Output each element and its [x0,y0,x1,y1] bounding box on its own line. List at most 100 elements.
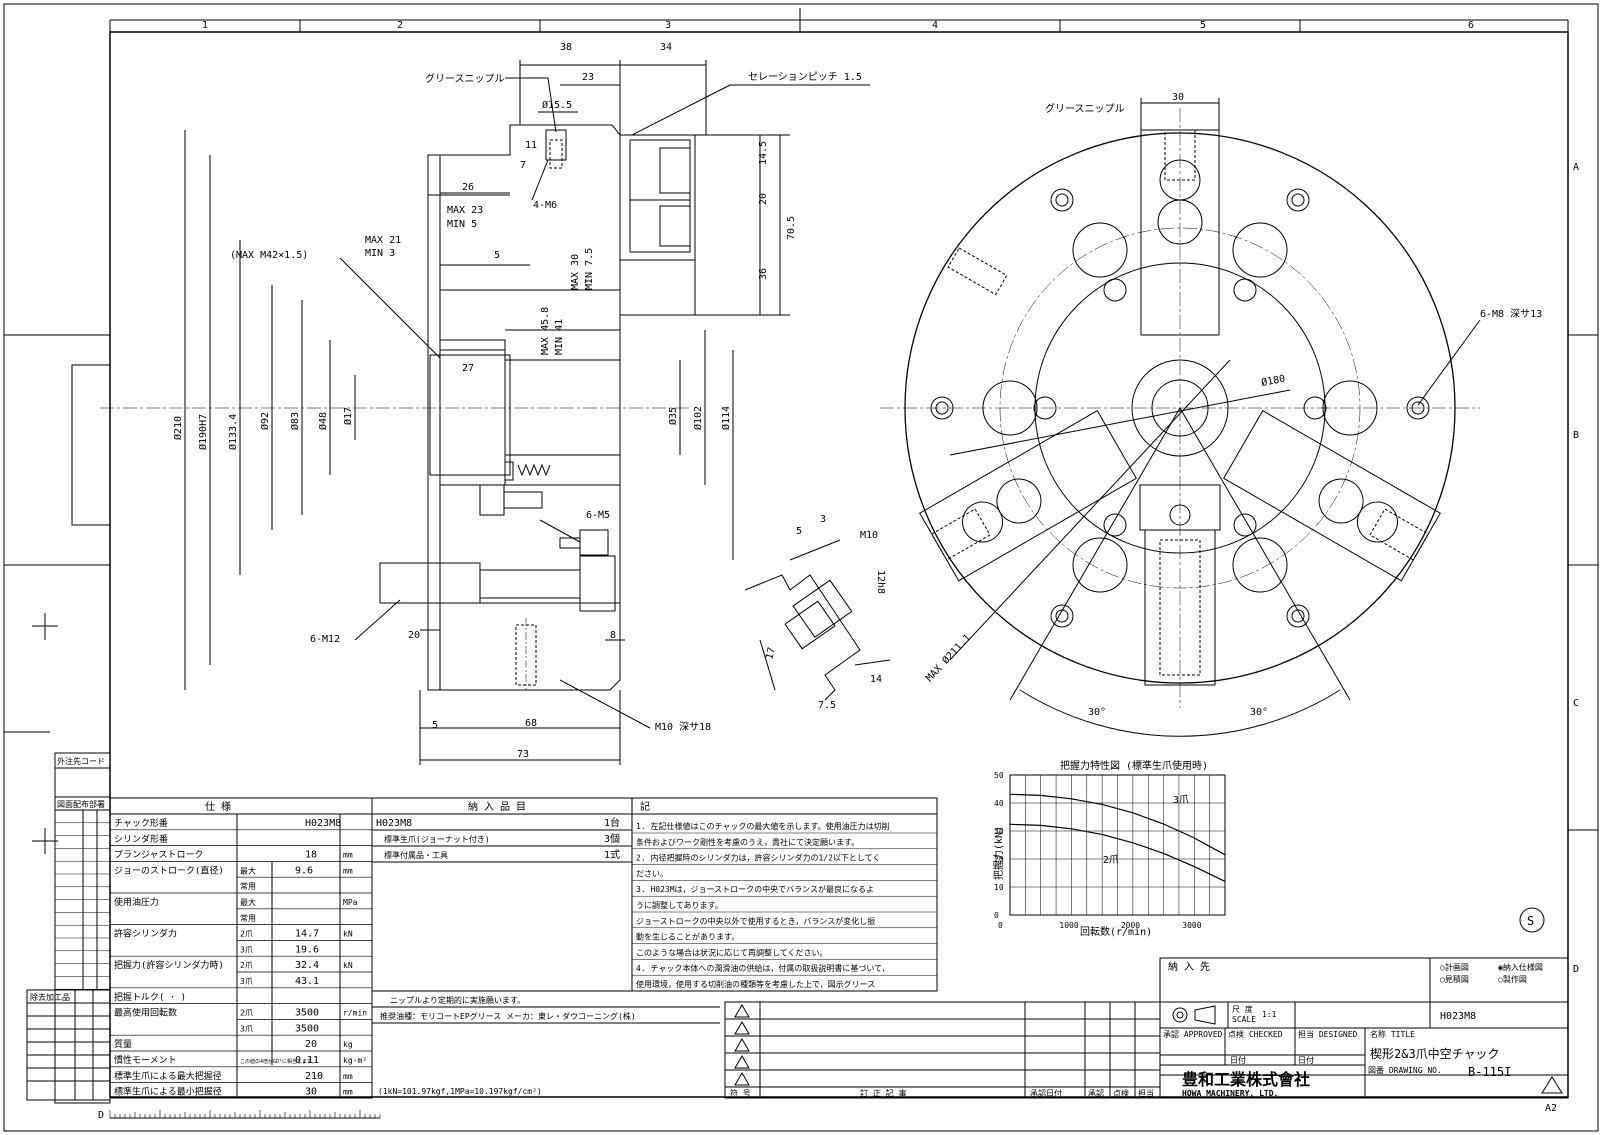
spec-label: 最高使用回転数 [114,1007,177,1019]
dim: Ø190H7 [197,414,209,450]
spec-label: プランジャストローク [114,850,204,861]
label-4-m6: 4-M6 [533,200,557,211]
spec-label: 把握力(許容シリンダ力時) [114,959,224,971]
dim: 30° [1088,707,1106,718]
rev-date: 承認日付 [1030,1088,1062,1098]
dim: 30 [1172,92,1184,103]
note-line: 使用環境，使用する切削油の種類等を考慮した上で，図示グリース [636,979,875,989]
x-tick-label: 0 [998,921,1003,930]
destination-label: 納 入 先 [1168,960,1210,973]
note-line: このような場合は状況に応じて再調整してください。 [636,947,828,957]
spec-sub: 2爪 [240,1009,253,1018]
title-block [1159,957,1569,1099]
col-label: 2 [397,20,403,31]
outer-frame [3,3,1599,1132]
y-tick-label: 30 [994,827,1004,836]
dim: Ø17 [342,407,354,425]
label: MIN 5 [447,219,477,230]
date-label: 日付 [1230,1055,1246,1065]
dim: 3 [820,514,826,525]
delivery-item: H023M8 [376,818,412,829]
dim: MAX Ø211.1 [923,632,973,684]
x-tick-label: 1000 [1059,921,1078,930]
series-line [1009,823,1226,882]
dim: 34 [660,42,672,53]
side-view [100,60,870,765]
opt: ○見積図 [1440,974,1469,984]
dim: 5 [494,250,500,261]
note-line: 推奨油種：モリコートEPグリース メーカ：東レ・ダウコーニング(株) [380,1011,636,1021]
spec-sub: 常用 [240,882,256,891]
revision-triangle-icon [734,1038,750,1052]
process-label: 除去加工品 [30,992,70,1002]
revision-triangle-icon [734,1021,750,1035]
rev-charge: 担当 [1138,1088,1154,1098]
spec-value: 20 [305,1039,317,1050]
dim: 26 [462,182,474,193]
dim: 17 [764,646,778,660]
label-max-m42: (MAX M42×1.5) [230,250,308,261]
note-line: 1. 左記仕様値はこのチャックの最大値を示します。使用油圧力は切削 [636,821,890,831]
dim: 20 [758,193,769,205]
dim: 5 [432,720,438,731]
dim: Ø133.4 [227,414,239,450]
dim: Ø15.5 [542,99,572,111]
dim: 14.5 [758,141,769,165]
note-line: 条件およびワーク剛性を考慮のうえ，貴社にて決定願います。 [636,837,859,847]
col-label: 5 [1200,20,1206,31]
dim: 14 [870,674,882,685]
spec-label: 把握トルク( · ) [114,991,186,1003]
spec-sub: 最大 [240,865,256,875]
revision-triangle-icon [734,1072,750,1086]
opt: ○計画図 [1440,962,1469,972]
opt: ○製作図 [1498,974,1527,984]
delivery-item: 標準生爪(ジョーナット付き) [384,834,490,844]
spec-value: 19.6 [295,944,319,955]
revision-table [724,1001,1161,1099]
dim: 73 [517,749,529,760]
spec-footer: (1kN=101.97kgf,1MPa=10.197kgf/cm²) [378,1087,542,1096]
label-grease-nipple: グリースニップル [425,72,505,85]
opt: ◉納入仕様図 [1498,962,1543,972]
spec-value: 30 [305,1087,317,1098]
spec-unit: kN [343,961,353,970]
dim: 68 [525,718,537,729]
spec-unit: kN [343,930,353,939]
spec-sub: 最大 [240,897,256,907]
note-line: ださい。 [636,869,668,878]
spec-label: チャック形番 [114,817,168,829]
dim: Ø210 [172,416,184,440]
note-line: 動を生じることがあります。 [636,932,739,942]
col-label: 6 [1468,20,1474,31]
y-tick-label: 40 [994,799,1004,808]
delivery-header: 納 入 品 目 [468,800,526,813]
note-line: ジョーストロークの中央以外で使用するとき，バランスが変化し振 [636,916,875,926]
spec-sub: 3爪 [240,1024,253,1033]
company-name-en: HOWA MACHINERY, LTD. [1182,1089,1278,1098]
label-m10: M10 深サ18 [655,721,711,733]
strip-sub: 図面配布部署 [57,799,105,809]
dim: 23 [582,72,594,83]
label: MIN 7.5 [584,248,595,290]
spec-unit: kg·m² [343,1056,367,1065]
right-grid [4,334,1598,854]
spec-value: 3500 [295,1008,319,1019]
strip-header: 外注先コード [57,756,105,766]
dim: 8 [610,630,616,641]
approved-label: 承認 APPROVED [1163,1029,1223,1039]
row-label: D [1573,964,1579,975]
label-6-m5: 6-M5 [586,510,610,521]
dim: Ø35 [667,407,679,425]
label: MIN 3 [365,248,395,259]
designed-label: 担当 DESIGNED [1298,1029,1358,1039]
delivery-qty: 1台 [604,816,620,829]
dim: Ø180 [1260,373,1286,389]
note-line: 2. 内径把握時のシリンダ力は，許容シリンダ力の1/2以下としてく [636,853,880,863]
col-label: 4 [932,20,938,31]
spec-unit: kg [343,1040,353,1049]
spec-unit: r/min [343,1009,367,1018]
dim: 36 [758,268,769,280]
spec-sub: 常用 [240,914,256,923]
dim: 30° [1250,707,1268,718]
